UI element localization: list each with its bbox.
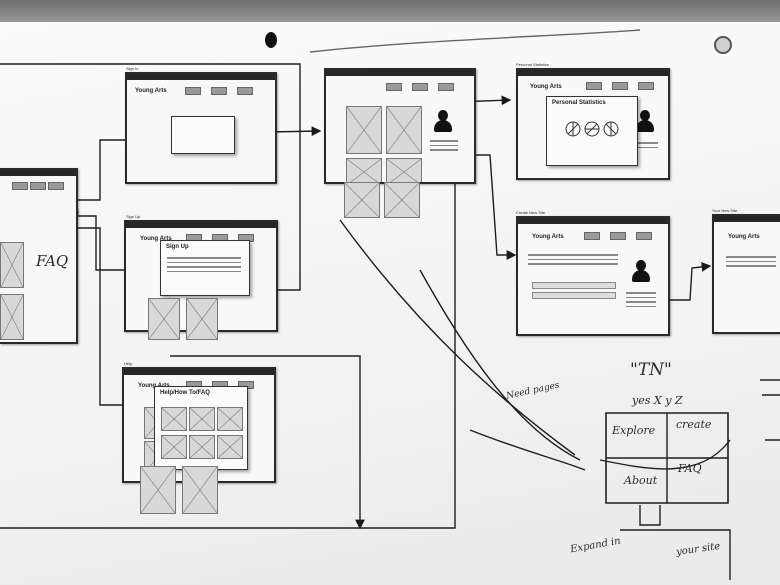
note-about: About [624,474,658,487]
label-sign-up: Sign Up [126,214,141,219]
label-create-new-site: Create New Site [516,210,546,215]
placeholder-image [148,298,180,340]
note-create: create [676,418,712,431]
wireframe-home-left [0,168,78,344]
wireframe-sign-in: Young Arts [125,72,277,184]
note-faq-grid: FAQ [678,462,702,475]
label-your-new-site: Your New Site [712,208,738,213]
note-yes-xyz: yes X y Z [632,394,683,407]
wireframe-member-page [324,68,476,184]
placeholder-image [384,182,420,218]
help-faq-dialog: Help/How To/FAQ [154,386,248,470]
label-sign-in: Sign In [126,66,139,71]
placeholder-image [140,466,176,514]
note-explore: Explore [612,424,656,437]
pushpin-silver [714,36,732,54]
placeholder-image [186,298,218,340]
wireframe-your-new-site: Young Arts [712,214,780,334]
label-personal-statistics: Personal Statistics [516,62,549,67]
pushpin-black [265,32,277,48]
note-tn: "TN" [630,360,672,380]
label-help: Help [124,361,133,366]
placeholder-image [182,466,218,514]
wireframe-create-new-site: Young Arts [516,216,670,336]
sign-up-dialog: Sign Up [160,240,250,296]
note-faq-left: FAQ [36,252,69,270]
personal-statistics-dialog: Personal Statistics [546,96,638,166]
placeholder-image [344,182,380,218]
